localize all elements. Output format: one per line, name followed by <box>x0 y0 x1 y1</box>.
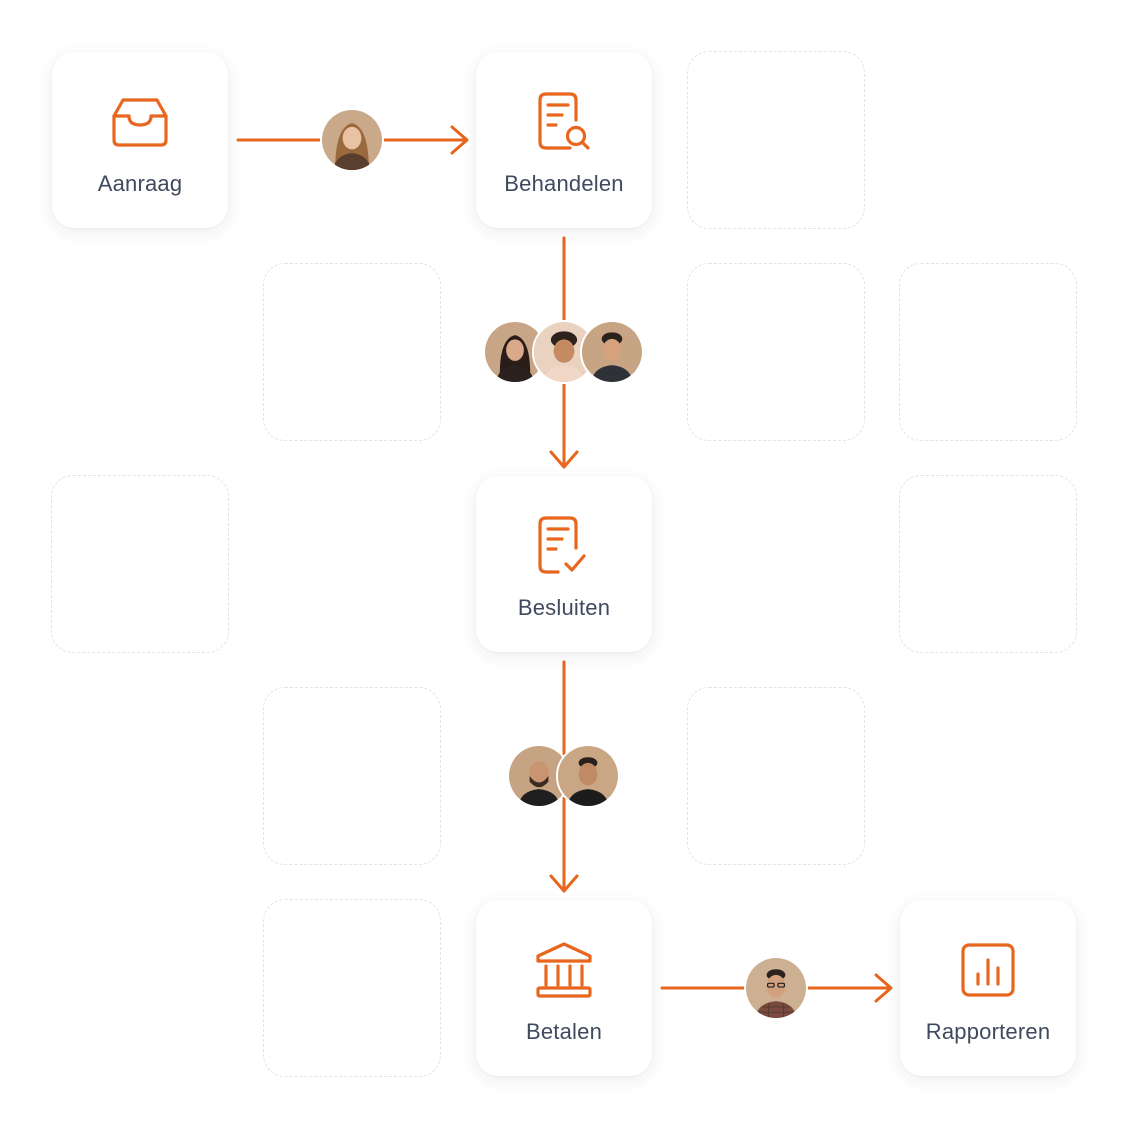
step-label: Behandelen <box>504 171 623 197</box>
step-label: Besluiten <box>518 595 610 621</box>
empty-slot <box>263 899 441 1077</box>
document-check-icon <box>532 514 596 578</box>
step-card-besluiten[interactable]: Besluiten <box>476 476 652 652</box>
empty-slot <box>899 263 1077 441</box>
woman-long-hair-avatar <box>320 108 384 172</box>
arrowhead-down <box>551 876 577 891</box>
empty-slot <box>687 687 865 865</box>
man-dark-shirt-avatar <box>580 320 644 384</box>
step-label: Rapporteren <box>926 1019 1051 1045</box>
document-search-icon <box>532 90 596 154</box>
inbox-tray-icon <box>108 90 172 154</box>
bank-building-icon <box>532 938 596 1002</box>
man-beard-black-shirt-avatar <box>556 744 620 808</box>
arrowhead-right <box>452 127 467 153</box>
step-card-aanraag[interactable]: Aanraag <box>52 52 228 228</box>
step-label: Betalen <box>526 1019 602 1045</box>
step-card-behandelen[interactable]: Behandelen <box>476 52 652 228</box>
empty-slot <box>51 475 229 653</box>
step-label: Aanraag <box>98 171 183 197</box>
man-glasses-plaid-shirt-avatar <box>744 956 808 1020</box>
empty-slot <box>263 263 441 441</box>
empty-slot <box>263 687 441 865</box>
arrowhead-right <box>876 975 891 1001</box>
empty-slot <box>687 263 865 441</box>
empty-slot <box>899 475 1077 653</box>
step-card-betalen[interactable]: Betalen <box>476 900 652 1076</box>
arrowhead-down <box>551 452 577 467</box>
step-card-rapporteren[interactable]: Rapporteren <box>900 900 1076 1076</box>
bar-chart-icon <box>956 938 1020 1002</box>
empty-slot <box>687 51 865 229</box>
